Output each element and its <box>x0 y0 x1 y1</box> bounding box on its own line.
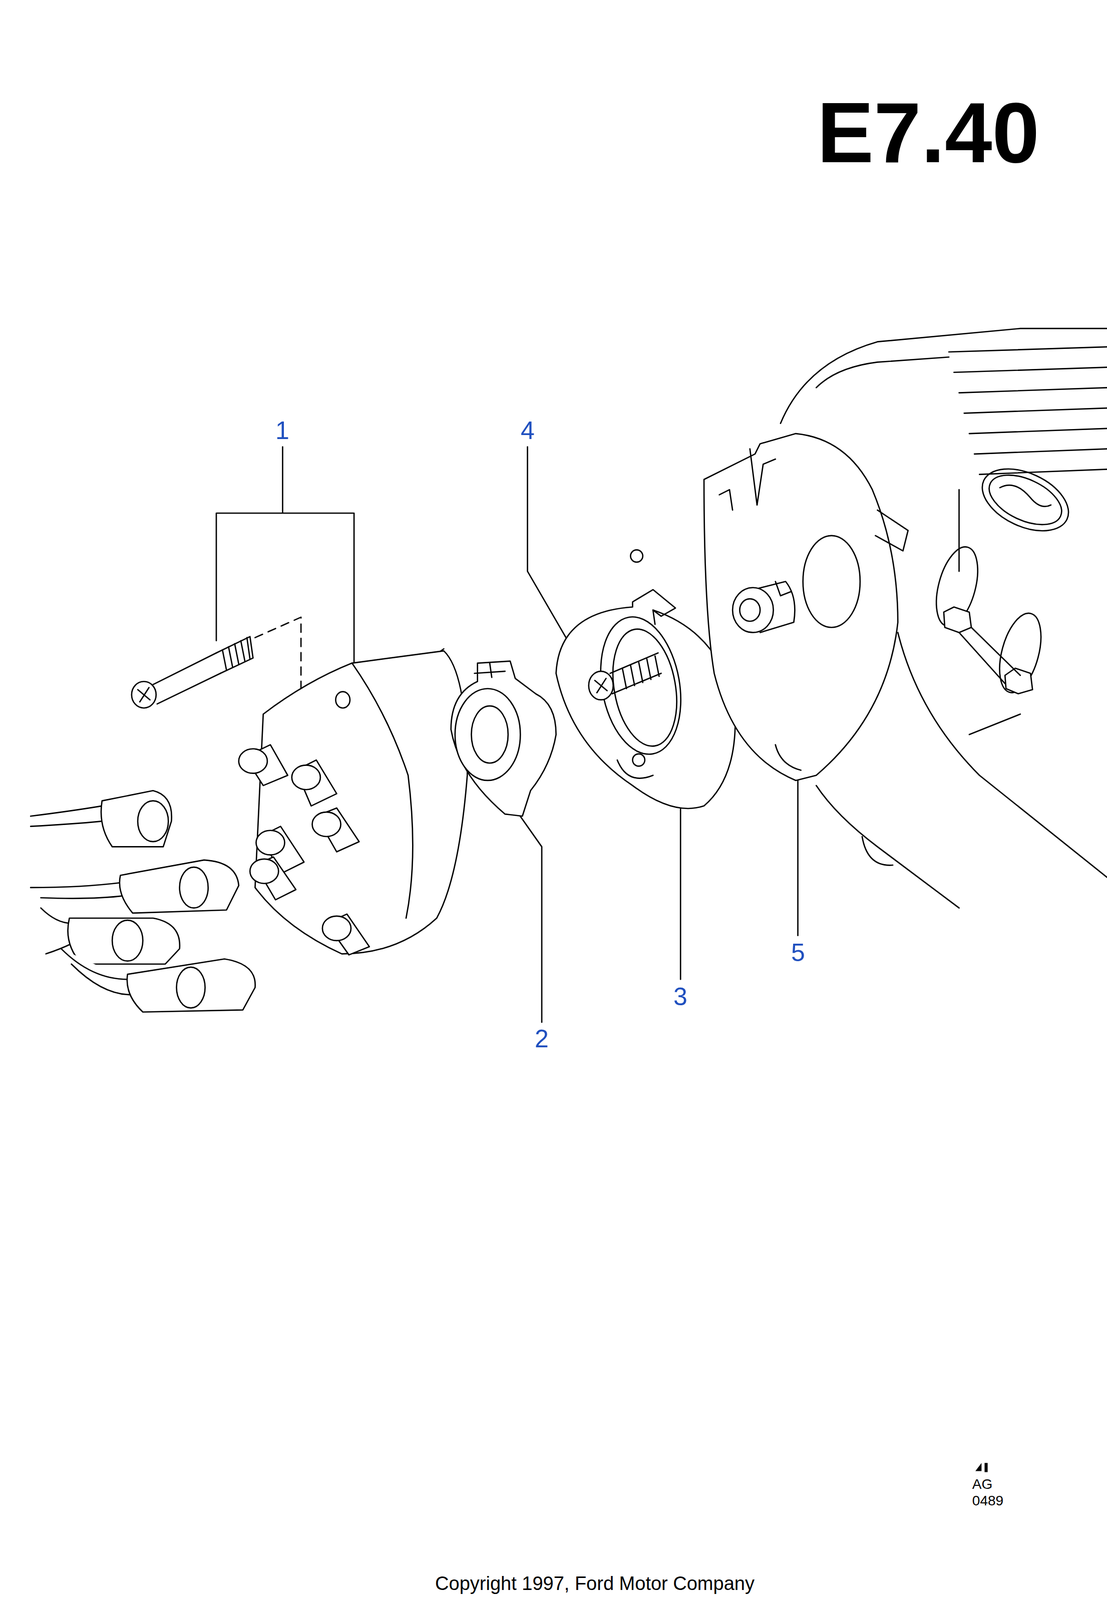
cap-bolt <box>137 687 150 702</box>
distributor-cap <box>254 650 468 954</box>
distributor-cap <box>312 812 341 837</box>
camshaft-housing <box>732 587 774 633</box>
stamp-mark <box>984 1462 988 1472</box>
rotor-arm <box>471 705 508 764</box>
ht-lead <box>41 908 72 955</box>
camshaft-housing <box>775 581 792 597</box>
rotor-arm <box>451 660 557 817</box>
callout-number: 2 <box>534 1026 549 1052</box>
camshaft-housing <box>897 632 1107 878</box>
camshaft-housing <box>703 433 898 781</box>
rotor-arm <box>451 660 557 817</box>
camshaft-housing <box>780 328 1107 424</box>
distributor-cap <box>322 916 351 941</box>
camshaft-housing <box>1004 668 1033 694</box>
ht-lead <box>30 790 256 1012</box>
camshaft-housing <box>739 598 761 622</box>
camshaft-housing <box>981 465 1070 535</box>
cap-bolt <box>153 652 221 704</box>
ht-lead <box>176 967 206 1009</box>
sensor-plate <box>604 623 685 752</box>
stamp-mark <box>975 1462 988 1472</box>
plate-screw <box>622 655 659 689</box>
ht-lead <box>68 918 180 965</box>
plate-screw <box>588 652 662 700</box>
rotor-arm <box>474 663 506 678</box>
cap-bolt <box>131 681 157 708</box>
camshaft-housing <box>959 627 1021 684</box>
leader-line <box>216 447 354 669</box>
distributor-cap <box>291 765 321 790</box>
camshaft-housing <box>999 485 1051 507</box>
ht-lead <box>30 882 125 899</box>
camshaft-housing <box>803 535 861 628</box>
drawing-code: AG <box>972 1477 993 1492</box>
drawing-code: 0489 <box>972 1494 1004 1509</box>
plate-screw <box>594 678 607 693</box>
sensor-plate <box>652 610 655 625</box>
distributor-cap <box>351 663 413 919</box>
ht-lead <box>30 806 103 827</box>
camshaft-housing <box>775 745 802 771</box>
camshaft-housing <box>875 510 908 552</box>
exploded-illustration <box>30 328 1107 1472</box>
callout-number: 5 <box>791 940 806 966</box>
sensor-plate <box>632 754 645 767</box>
ht-lead <box>61 948 131 995</box>
camshaft-housing <box>862 836 893 866</box>
plate-screw <box>588 671 614 700</box>
sensor-plate <box>617 760 653 779</box>
camshaft-housing <box>816 785 959 909</box>
leader-line <box>517 812 542 1023</box>
camshaft-housing <box>703 328 1107 908</box>
leader-line <box>679 781 682 980</box>
camshaft-housing <box>948 346 1107 475</box>
plate-screw <box>610 652 662 694</box>
distributor-cap <box>249 859 279 884</box>
diagram-title: E7.40 <box>817 90 1040 176</box>
ht-lead <box>179 867 209 909</box>
stamp-mark <box>975 1462 982 1471</box>
cap-bolt <box>131 636 253 709</box>
ht-lead <box>127 959 256 1013</box>
camshaft-housing <box>943 606 972 633</box>
ht-lead <box>101 790 172 847</box>
distributor-cap <box>335 691 350 709</box>
distributor-cap <box>238 650 468 955</box>
rotor-arm <box>455 688 521 781</box>
ht-lead <box>112 920 143 962</box>
distributor-cap <box>255 830 285 856</box>
copyright-caption: Copyright 1997, Ford Motor Company <box>435 1574 755 1594</box>
cap-bolt <box>216 636 253 674</box>
distributor-cap <box>238 749 268 774</box>
ht-lead <box>137 801 169 843</box>
callout-number: 4 <box>520 418 535 444</box>
callout-number: 1 <box>275 418 290 444</box>
sensor-plate <box>630 549 643 562</box>
camshaft-housing <box>750 449 776 506</box>
camshaft-housing <box>816 356 949 388</box>
ht-lead <box>119 860 239 914</box>
camshaft-housing <box>719 489 733 511</box>
callout-number: 3 <box>673 984 688 1010</box>
camshaft-housing <box>972 456 1078 544</box>
camshaft-housing <box>991 608 1049 697</box>
cap-bolt <box>222 637 250 671</box>
